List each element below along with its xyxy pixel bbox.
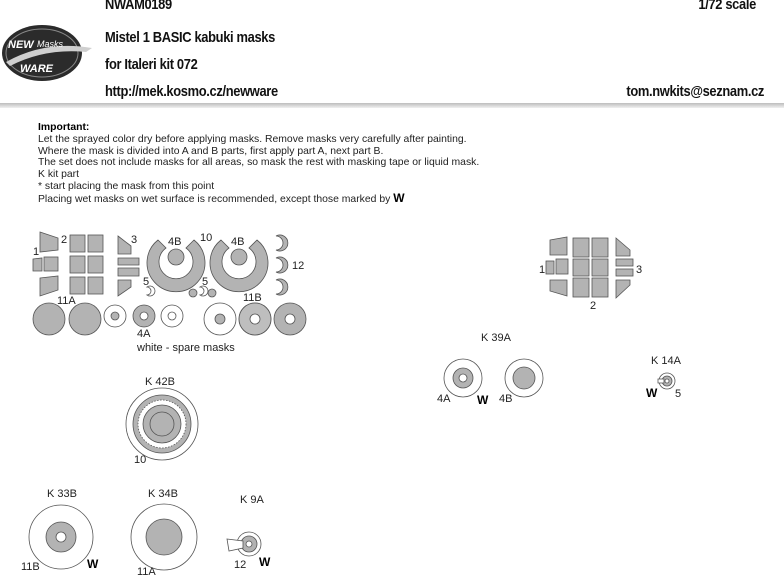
product-title: Mistel 1 BASIC kabuki masks (105, 29, 275, 46)
logo-text-new: NEW (8, 39, 35, 51)
label-4b: 4B (499, 393, 512, 405)
label-k9a: K 9A (240, 494, 265, 506)
mask-k14a (657, 372, 676, 390)
mask-k42b (125, 387, 199, 461)
label-4a: 4A (137, 328, 151, 340)
instructions-block: Important: Let the sprayed color dry bef… (38, 122, 479, 206)
contact-email[interactable]: tom.nwkits@seznam.cz (626, 83, 764, 100)
label-k34b: K 34B (148, 488, 178, 500)
mask-k9a (226, 531, 262, 557)
scale-label: 1/72 scale (698, 0, 756, 13)
wet-mark-symbol: W (393, 190, 405, 205)
label-10: 10 (134, 454, 146, 466)
mask-part-center (167, 248, 185, 266)
mask-part-12 (275, 234, 289, 296)
instruction-line: * start placing the mask from this point (38, 180, 215, 192)
header-divider (0, 103, 784, 108)
logo-text-ware: WARE (20, 63, 54, 75)
instruction-line: Where the mask is divided into A and B p… (38, 145, 384, 157)
label-11b: 11B (21, 561, 40, 573)
mask-part-5 (145, 285, 209, 297)
instruction-line: Placing wet masks on wet surface is reco… (38, 193, 391, 205)
label-11b: 11B (243, 292, 262, 304)
mask-part-11a (32, 302, 102, 336)
instruction-line: Let the sprayed color dry before applyin… (38, 133, 467, 145)
label-k14a: K 14A (651, 355, 682, 367)
product-code: NWAM0189 (105, 0, 172, 13)
wet-mark: W (646, 386, 658, 400)
instructions-heading: Important: (38, 122, 90, 133)
kit-reference: for Italeri kit 072 (105, 56, 198, 73)
mask-k39a (443, 358, 544, 398)
website-link[interactable]: http://mek.kosmo.cz/newware (105, 83, 278, 100)
label-k39a: K 39A (481, 332, 512, 344)
mask-part-small (188, 288, 198, 298)
logo-text-masks: Masks (37, 39, 64, 49)
label-11a: 11A (57, 295, 76, 307)
label-11a: 11A (137, 566, 156, 575)
label-5: 5 (143, 276, 149, 288)
label-right-3: 3 (636, 264, 642, 276)
label-10: 10 (200, 232, 212, 244)
mask-part-right-2 (572, 237, 609, 298)
mask-part-11b (203, 302, 307, 336)
label-12: 12 (292, 260, 304, 272)
label-12: 12 (234, 559, 246, 571)
label-right-1: 1 (539, 264, 545, 276)
label-1: 1 (33, 246, 39, 258)
mask-part-right-1 (545, 236, 569, 297)
wet-mark: W (477, 393, 489, 407)
mask-part-4a (103, 304, 184, 328)
label-4a: 4A (437, 393, 451, 405)
label-4b: 4B (168, 236, 181, 248)
spare-masks-note: white - spare masks (136, 342, 235, 354)
instruction-line: The set does not include masks for all a… (38, 157, 480, 169)
label-k42b: K 42B (145, 376, 175, 388)
mask-part-3 (117, 235, 140, 297)
label-3: 3 (131, 234, 137, 246)
mask-part-4b-ring (146, 239, 206, 293)
newware-logo: NEW Masks WARE (2, 25, 92, 81)
label-5: 5 (202, 276, 208, 288)
wet-mark: W (259, 555, 271, 569)
label-right-2: 2 (590, 300, 596, 312)
wet-mark: W (87, 557, 99, 571)
mask-part-right-3 (615, 237, 634, 299)
label-5: 5 (675, 388, 681, 400)
mask-k33b (28, 504, 94, 570)
mask-part-2 (69, 234, 104, 295)
label-4b: 4B (231, 236, 244, 248)
mask-part-1 (32, 231, 59, 297)
mask-k34b (130, 503, 198, 571)
instruction-line: K kit part (38, 169, 79, 181)
label-2: 2 (61, 234, 67, 246)
mask-part-center (230, 248, 248, 266)
mask-part-4b-ring (209, 239, 269, 293)
label-k33b: K 33B (47, 488, 77, 500)
mask-part-small (207, 288, 217, 298)
